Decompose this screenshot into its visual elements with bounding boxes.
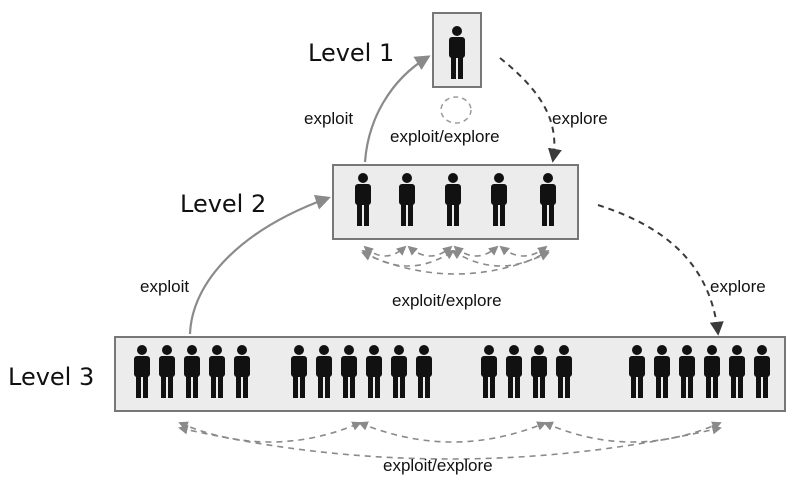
level3-exchange-arrows [178, 421, 722, 460]
level3-person-13 [506, 345, 522, 398]
level2-arc-wide-2 [451, 249, 550, 267]
level2-arc-near-4 [499, 245, 548, 257]
level2-person-1 [355, 173, 371, 226]
explore-label-level2-to-level3: explore [710, 277, 766, 296]
level3-person-2 [159, 345, 175, 398]
level3-person-20 [729, 345, 745, 398]
level3-person-11 [416, 345, 432, 398]
level3-person-14 [531, 345, 547, 398]
level3-label: Level 3 [8, 363, 94, 391]
level3-person-7 [316, 345, 332, 398]
level3-person-21 [754, 345, 770, 398]
level3-person-16 [629, 345, 645, 398]
level2-person-2 [399, 173, 415, 226]
level3-person-5 [234, 345, 250, 398]
level3-person-17 [654, 345, 670, 398]
level2-exchange-arrows [361, 245, 550, 275]
level3-person-19 [704, 345, 720, 398]
level2-label: Level 2 [180, 190, 266, 218]
level3-arc-2-3 [358, 421, 547, 443]
level3-person-10 [391, 345, 407, 398]
level3-arc-1-4 [178, 425, 722, 460]
level3-box [114, 336, 786, 412]
level3-person-12 [481, 345, 497, 398]
explore-arrow-level2-to-level3 [597, 204, 724, 336]
level2-arc-near-3 [453, 245, 499, 257]
level3-person-9 [366, 345, 382, 398]
exploit-explore-loop-level1 [440, 96, 472, 124]
level2-arc-near-2 [407, 245, 453, 257]
level3-person-15 [556, 345, 572, 398]
level3-arc-3-4 [543, 421, 722, 443]
level2-arc-near-1 [363, 245, 407, 257]
exploit-explore-label-level2: exploit/explore [392, 291, 502, 310]
exploit-label-level2-to-level1: exploit [304, 109, 353, 128]
level1-label: Level 1 [308, 39, 394, 67]
level1-person [449, 26, 465, 79]
level2-arc-wide-3 [361, 251, 550, 275]
exploit-arrow-level2-to-level1 [363, 55, 431, 163]
level2-person-3 [445, 173, 461, 226]
level3-person-4 [209, 345, 225, 398]
level2-person-4 [491, 173, 507, 226]
explore-label-level1-to-level2: explore [552, 109, 608, 128]
level3-person-18 [679, 345, 695, 398]
exploit-label-level3-to-level2: exploit [140, 277, 189, 296]
level3-person-6 [291, 345, 307, 398]
level3-person-1 [134, 345, 150, 398]
exploit-explore-label-level1: exploit/explore [390, 127, 500, 146]
level3-person-3 [184, 345, 200, 398]
level3-arc-1-2 [178, 421, 362, 443]
level3-person-8 [341, 345, 357, 398]
exploit-arrow-level3-to-level2 [188, 194, 331, 335]
exploit-explore-label-level3: exploit/explore [383, 456, 493, 475]
explore-arrow-level1-to-level2 [499, 57, 562, 163]
level2-person-5 [540, 173, 556, 226]
people-layer [134, 26, 770, 398]
